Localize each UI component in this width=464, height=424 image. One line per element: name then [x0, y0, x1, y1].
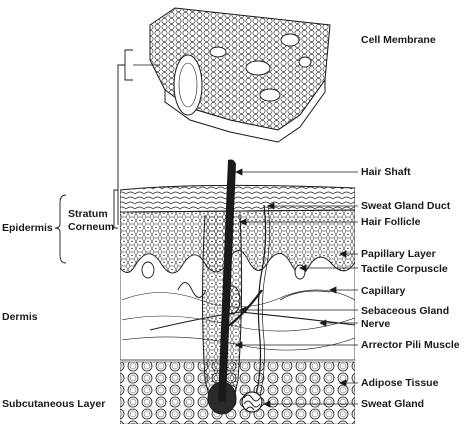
- membrane-protein: [209, 46, 227, 58]
- label-hair-shaft: Hair Shaft: [361, 166, 411, 178]
- label-subcutaneous-layer: Subcutaneous Layer: [2, 398, 106, 410]
- membrane-protein-channel: [173, 54, 203, 116]
- label-corneum: Corneum: [68, 221, 115, 233]
- label-sweat-gland: Sweat Gland: [361, 398, 425, 410]
- label-capillary: Capillary: [361, 285, 406, 297]
- label-adipose-tissue: Adipose Tissue: [361, 377, 439, 389]
- hair-shaft: [218, 159, 236, 402]
- epidermis-bracket: [54, 194, 67, 264]
- membrane-protein: [245, 60, 271, 76]
- label-epidermis: Epidermis: [2, 222, 53, 234]
- label-nerve: Nerve: [361, 318, 391, 330]
- membrane-bracket: [117, 49, 133, 225]
- label-papillary-layer: Papillary Layer: [361, 248, 436, 260]
- label-sebaceous-gland: Sebaceous Gland: [361, 305, 450, 317]
- label-dermis: Dermis: [2, 311, 38, 323]
- label-hair-follicle: Hair Follicle: [361, 216, 421, 228]
- cell-membrane-illustration: [149, 7, 331, 143]
- label-tactile-corpuscle: Tactile Corpuscle: [361, 263, 448, 275]
- leader-lines: [234, 168, 358, 408]
- membrane-protein: [298, 56, 312, 68]
- membrane-protein: [280, 33, 300, 47]
- label-arrector-pili-muscle: Arrector Pili Muscle: [361, 339, 460, 351]
- label-stratum: Stratum: [68, 208, 108, 220]
- membrane-protein: [259, 88, 281, 102]
- stratum-corneum-bracket: [113, 189, 118, 229]
- label-sweat-gland-duct: Sweat Gland Duct: [361, 200, 451, 212]
- sweat-gland-coil: [241, 391, 263, 413]
- label-cell-membrane: Cell Membrane: [361, 34, 436, 46]
- skin-block: [120, 184, 355, 424]
